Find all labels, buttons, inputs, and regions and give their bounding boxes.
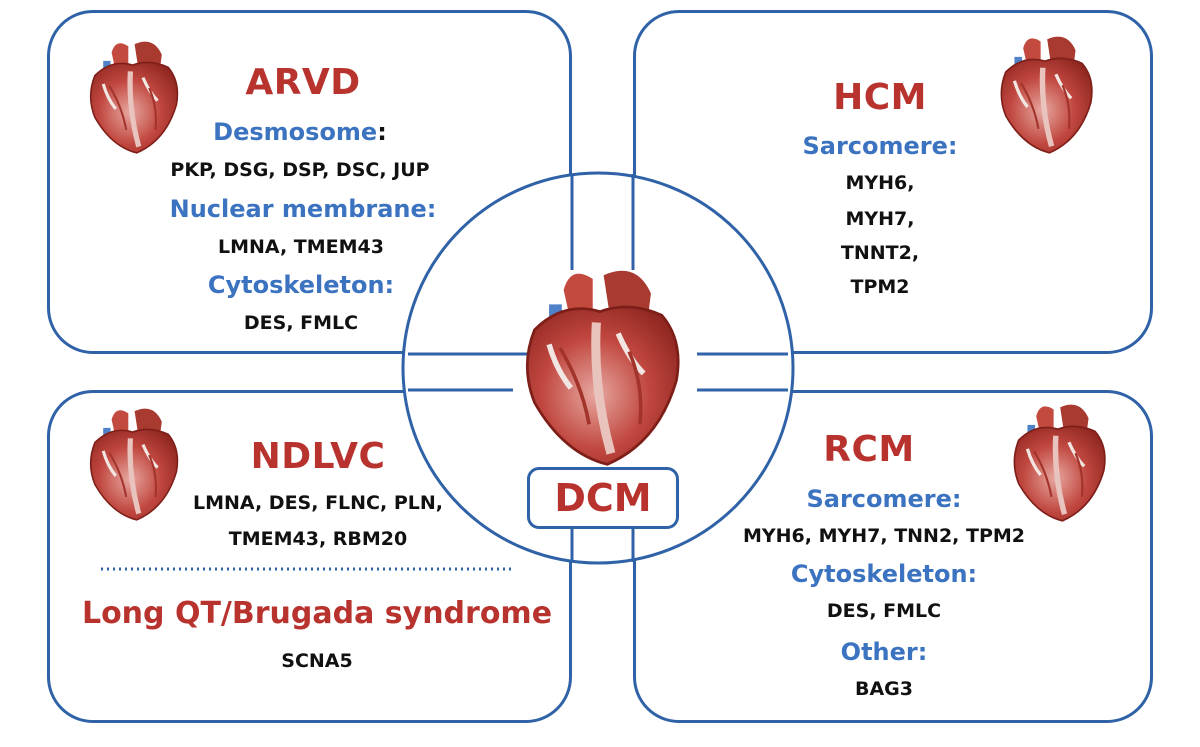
ndlvc-genes-line-2: TMEM43, RBM20 (228, 528, 408, 550)
hcm-gene: MYH6, (845, 172, 915, 194)
rcm-category-cytoskeleton: Cytoskeleton: (790, 560, 978, 588)
arvd-category-desmosome: Desmosome: (213, 118, 387, 146)
long-qt-brugada-title: Long QT/Brugada syndrome (81, 596, 553, 631)
rcm-category-sarcomere: Sarcomere: (806, 485, 962, 513)
rcm-category-other: Other: (840, 638, 928, 666)
arvd-genes-nuclear-membrane: LMNA, TMEM43 (218, 236, 384, 258)
arvd-category-nuclear-membrane: Nuclear membrane: (169, 195, 437, 223)
arvd-genes-cytoskeleton: DES, FMLC (243, 312, 359, 334)
hcm-category-sarcomere: Sarcomere: (802, 132, 958, 160)
rcm-genes-other: BAG3 (854, 678, 914, 700)
arvd-category-colon: : (377, 118, 387, 146)
heart-icon-hcm (990, 35, 1100, 155)
rcm-genes-cytoskeleton: DES, FMLC (826, 600, 942, 622)
hcm-title: HCM (833, 77, 927, 118)
arvd-category-cytoskeleton: Cytoskeleton: (207, 271, 395, 299)
heart-icon-ndlvc (80, 407, 185, 522)
long-qt-gene: SCNA5 (281, 650, 353, 672)
heart-icon-dcm-center (505, 268, 695, 468)
dcm-label-box: DCM (527, 467, 679, 529)
hcm-gene: TPM2 (850, 276, 910, 298)
arvd-genes-desmosome: PKP, DSG, DSP, DSC, JUP (170, 159, 430, 181)
ndlvc-genes-line-1: LMNA, DES, FLNC, PLN, (193, 492, 443, 514)
heart-icon-rcm (1003, 403, 1113, 523)
hcm-gene: MYH7, (845, 208, 915, 230)
rcm-title: RCM (823, 429, 915, 470)
dcm-label: DCM (554, 476, 652, 520)
rcm-genes-sarcomere: MYH6, MYH7, TNN2, TPM2 (742, 525, 1026, 547)
arvd-category-label: Desmosome (213, 118, 378, 146)
ndlvc-title: NDLVC (250, 436, 386, 477)
heart-icon-arvd (80, 40, 185, 155)
arvd-title: ARVD (245, 62, 361, 103)
hcm-gene: TNNT2, (840, 242, 920, 264)
